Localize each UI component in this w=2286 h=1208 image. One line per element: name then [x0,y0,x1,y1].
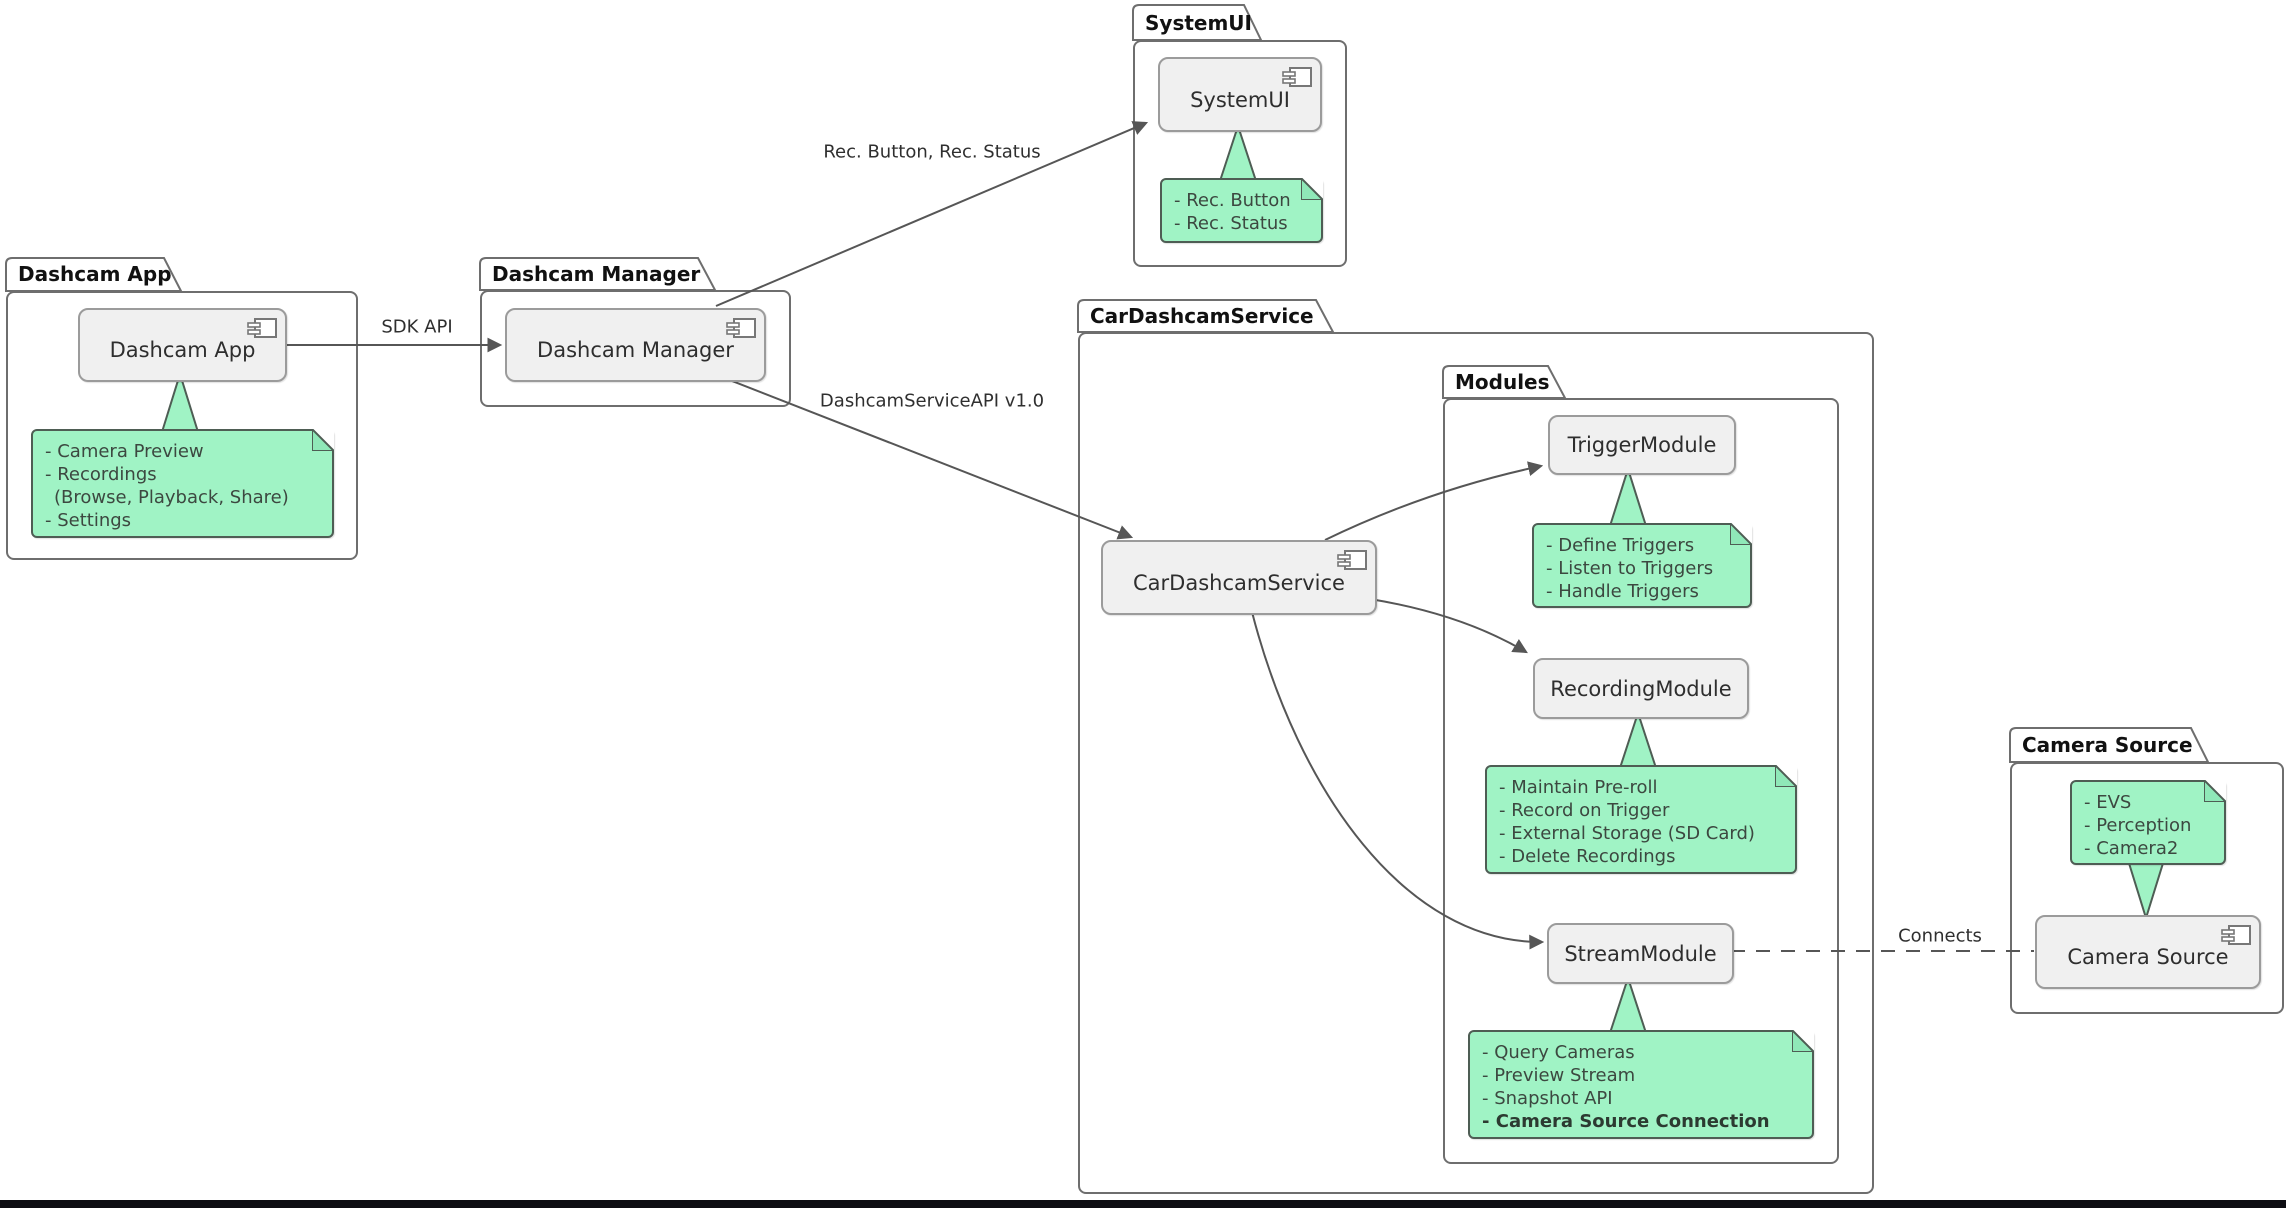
note-fold-icon [1729,520,1755,549]
component-label: Dashcam App [109,338,256,362]
note-line: - Recordings [45,464,157,485]
note-recording-module: - Maintain Pre-roll - Record on Trigger … [1485,762,1800,874]
note-line: - EVS [2084,792,2132,813]
edge-label-sdk-api: SDK API [381,316,453,338]
component-label: SystemUI [1190,87,1290,112]
edge-label-dashcam-service-api: DashcamServiceAPI v1.0 [819,390,1045,412]
component-car-dashcam-service: CarDashcamService [1101,540,1377,615]
note-camera-source: - EVS - Perception - Camera2 [2070,777,2229,865]
note-line: - Perception [2084,815,2192,836]
component-recording-module: RecordingModule [1533,658,1749,719]
component-label: Dashcam Manager [537,338,734,362]
note-systemui: - Rec. Button - Rec. Status [1160,175,1326,243]
note-line: - Record on Trigger [1499,800,1670,821]
note-dashcam-app: - Camera Preview - Recordings (Browse, P… [31,426,337,538]
component-label: TriggerModule [1567,433,1717,457]
note-fold-icon [2203,777,2229,806]
note-line: - Camera Source Connection [1482,1111,1770,1132]
note-trigger-module: - Define Triggers - Listen to Triggers -… [1532,520,1755,608]
edge-label-connects: Connects [1898,925,1982,947]
note-line: - Settings [45,510,132,531]
bottom-bar [0,1200,2286,1208]
note-fold-icon [311,426,337,455]
note-line: - External Storage (SD Card) [1499,823,1755,844]
note-fold-icon [1774,762,1800,791]
component-trigger-module: TriggerModule [1548,415,1736,475]
package-title-dashcam-app: Dashcam App [18,262,172,286]
package-title-systemui: SystemUI [1145,11,1252,35]
note-line: (Browse, Playback, Share) [54,487,289,508]
component-camera-source: Camera Source [2035,915,2261,989]
component-dashcam-manager: Dashcam Manager [505,308,766,382]
note-fold-icon [1300,175,1326,204]
component-icon [1336,548,1368,578]
note-line: - Listen to Triggers [1546,558,1714,579]
component-systemui: SystemUI [1158,57,1322,132]
note-stream-module: - Query Cameras - Preview Stream - Snaps… [1468,1027,1817,1139]
component-icon [1281,65,1313,95]
component-icon [246,316,278,346]
note-line: - Query Cameras [1482,1042,1635,1063]
note-line: - Camera Preview [45,441,204,462]
component-icon [725,316,757,346]
note-line: - Define Triggers [1546,535,1695,556]
note-line: - Rec. Button [1174,190,1291,211]
component-label: StreamModule [1564,941,1717,966]
package-title-car-dashcam-service: CarDashcamService [1090,304,1314,328]
note-line: - Handle Triggers [1546,581,1699,602]
component-stream-module: StreamModule [1547,923,1734,984]
component-label: CarDashcamService [1133,570,1345,595]
component-label: Camera Source [2067,945,2229,969]
package-title-camera-source: Camera Source [2022,733,2193,757]
note-line: - Maintain Pre-roll [1499,777,1658,798]
package-title-modules: Modules [1455,370,1550,394]
component-label: RecordingModule [1550,676,1732,701]
note-fold-icon [1791,1027,1817,1056]
note-line: - Preview Stream [1482,1065,1636,1086]
component-dashcam-app: Dashcam App [78,308,287,382]
package-title-dashcam-manager: Dashcam Manager [492,262,701,286]
note-line: - Snapshot API [1482,1088,1613,1109]
note-line: - Delete Recordings [1499,846,1676,867]
note-line: - Rec. Status [1174,213,1288,234]
component-icon [2220,923,2252,953]
note-line: - Camera2 [2084,838,2179,859]
edge-label-rec-button-status: Rec. Button, Rec. Status [823,141,1041,163]
